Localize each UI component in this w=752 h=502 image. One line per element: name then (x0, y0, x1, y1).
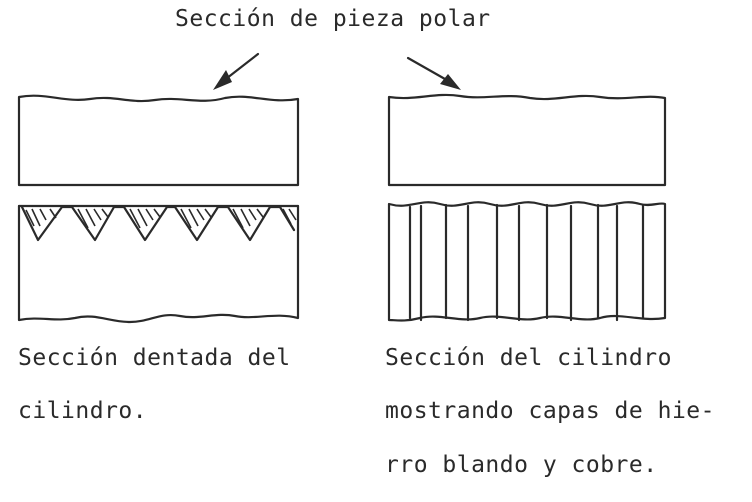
right-caption-line-1: Sección del cilindro (385, 345, 672, 371)
left-toothed-cylinder (17, 204, 300, 324)
right-layered-cylinder (387, 201, 667, 322)
left-pointer-arrow (213, 52, 260, 90)
left-caption-line-1: Sección dentada del (18, 345, 291, 371)
right-caption-line-2: mostrando capas de hie- (385, 398, 715, 424)
figure-title: Sección de pieza polar (175, 6, 491, 32)
right-pointer-arrow (406, 56, 461, 90)
right-pole-piece (387, 93, 667, 187)
left-caption-line-2: cilindro. (18, 398, 148, 424)
right-caption-line-3: rro blando y cobre. (385, 452, 658, 478)
left-pole-piece (17, 94, 300, 187)
